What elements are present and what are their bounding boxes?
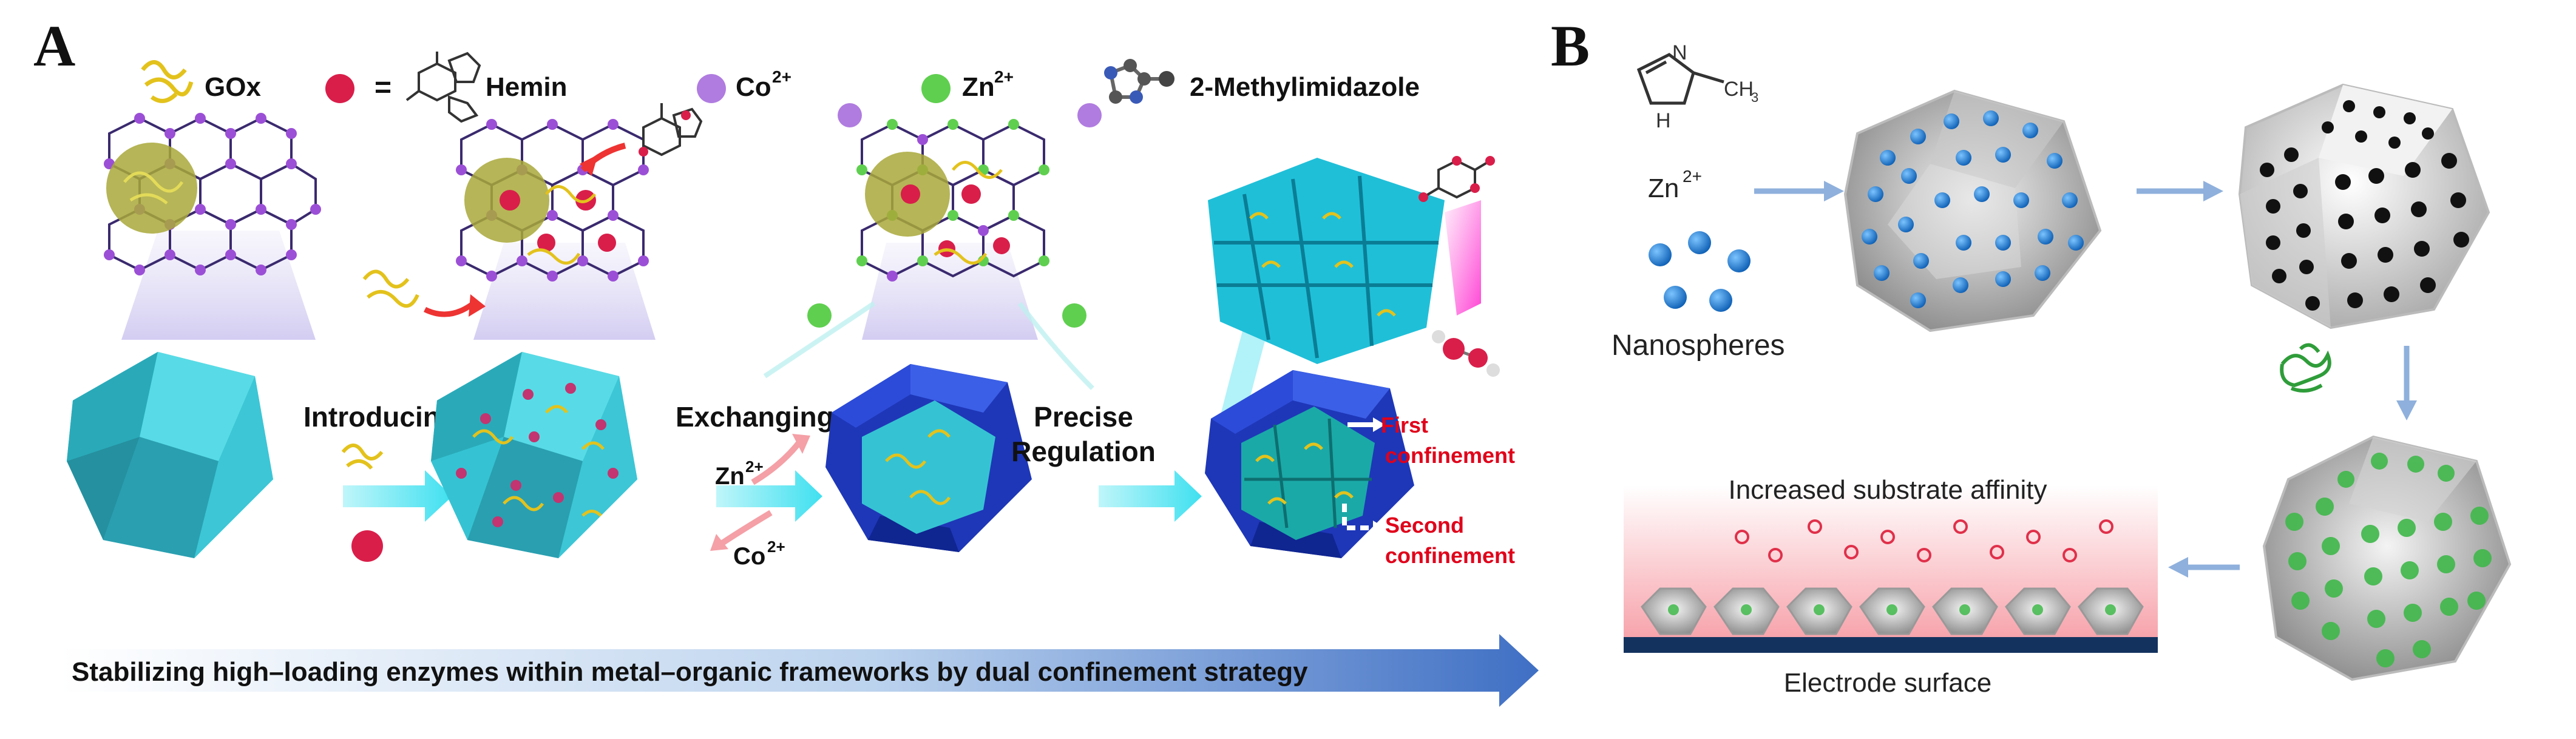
step-precise-label: Precise — [1034, 401, 1133, 433]
svg-text:Hemin: Hemin — [486, 72, 567, 102]
svg-text:2-Methylimidazole: 2-Methylimidazole — [1190, 72, 1420, 102]
insertion-arrow-icon — [423, 301, 475, 317]
mesoporous-block — [1208, 158, 1445, 422]
legend-hemin: = Hemin — [325, 52, 567, 123]
insertion-arrow-head-icon — [580, 155, 598, 176]
regulation-arrow — [1099, 470, 1202, 522]
zinc-ion-label: Zn 2+ — [715, 457, 764, 490]
enzyme-protein-icon — [2280, 343, 2331, 393]
lattice-green-exchanged — [763, 103, 1102, 390]
methylimidazole-ball-stick-icon — [1104, 59, 1174, 104]
hemin-molecule-icon — [639, 103, 703, 157]
step-exchanging-label: Exchanging — [676, 401, 834, 433]
svg-text:Zn: Zn — [962, 72, 995, 102]
svg-text:First: First — [1381, 413, 1428, 437]
arrow-to-electrode — [2168, 557, 2240, 578]
svg-text:confinement: confinement — [1385, 443, 1515, 468]
svg-text:2+: 2+ — [994, 67, 1014, 86]
glucose-molecule-icon — [1418, 156, 1495, 202]
svg-text:CH: CH — [1724, 78, 1754, 101]
affinity-label: Increased substrate affinity — [1728, 475, 2047, 505]
cobalt-ion-label: Co 2+ — [733, 538, 785, 570]
arrow-to-loaded — [2396, 346, 2417, 420]
svg-text:Co: Co — [736, 72, 771, 102]
svg-text:2+: 2+ — [767, 538, 785, 556]
enzyme-ribbon-icon — [362, 269, 419, 308]
exchange-arrows — [710, 434, 822, 551]
legend-methylimidazole: 2-Methylimidazole — [1104, 59, 1420, 104]
svg-text:2+: 2+ — [745, 457, 764, 476]
legend-cobalt: Co 2+ — [697, 67, 791, 103]
zinc-label: Zn — [1648, 174, 1679, 203]
lattice-purple-gox — [104, 113, 321, 340]
cobalt-ion-icon — [697, 74, 726, 103]
electrode-bar — [1624, 637, 2158, 653]
hemin-molecule-icon — [405, 52, 481, 123]
svg-text:confinement: confinement — [1385, 543, 1515, 568]
step-regulation-label: Regulation — [1011, 436, 1156, 467]
svg-text:N: N — [1672, 41, 1687, 64]
arrow-to-hollow — [2137, 181, 2223, 201]
lattice-purple-hemin — [456, 119, 656, 340]
insertion-arrow-head-icon — [469, 294, 486, 317]
electrode-assembly: Increased substrate affinity Electrode s… — [1624, 475, 2158, 698]
nanospheres-cluster — [1649, 231, 1751, 312]
immobilized-mof-row — [1641, 587, 2144, 635]
svg-text:Co: Co — [733, 543, 765, 570]
diffusion-beam — [1445, 200, 1481, 316]
hollow-polyhedron — [2238, 83, 2490, 329]
nanospheres-label: Nanospheres — [1612, 329, 1785, 362]
substrate-molecules — [1735, 519, 2113, 562]
legend-zinc: Zn 2+ — [921, 67, 1014, 103]
svg-text:3: 3 — [1751, 90, 1758, 105]
enzyme-ribbon-icon — [141, 60, 194, 103]
banner-text: Stabilizing high–loading enzymes within … — [72, 657, 1308, 687]
svg-text:2+: 2+ — [772, 67, 791, 86]
dual-confined-mof — [1205, 370, 1414, 558]
introducing-arrow — [343, 470, 452, 522]
svg-text:Second: Second — [1385, 513, 1464, 538]
hydrogen-peroxide-icon — [1432, 330, 1500, 377]
gox-enzyme-sphere — [106, 143, 197, 234]
step-introducing-label: Introducing — [303, 401, 457, 433]
hemin-sphere-icon — [351, 530, 383, 562]
zif-shell-blue — [825, 364, 1032, 552]
svg-text:H: H — [1656, 109, 1671, 132]
arrow-to-template — [1754, 181, 1844, 201]
second-confinement-marker: Second confinement — [1342, 504, 1515, 568]
zif-polyhedron-cyan-loaded — [431, 352, 637, 558]
zif-polyhedron-cyan — [67, 352, 273, 558]
electrode-label: Electrode surface — [1784, 668, 1991, 698]
strategy-banner: Stabilizing high–loading enzymes within … — [61, 634, 1539, 707]
svg-text:Zn: Zn — [715, 463, 745, 490]
enzyme-loaded-polyhedron — [2262, 435, 2512, 681]
template-polyhedron — [1843, 89, 2102, 332]
zinc-charge: 2+ — [1683, 167, 1702, 186]
svg-text:GOx: GOx — [205, 72, 261, 102]
first-confinement-marker: First confinement — [1347, 413, 1515, 468]
methylimidazole-structure: N H CH 3 — [1636, 41, 1758, 132]
hemin-sphere-icon — [325, 74, 354, 103]
enzyme-ribbon-icon — [341, 444, 384, 470]
svg-text:=: = — [375, 72, 391, 104]
panel-a-letter: A — [33, 13, 75, 78]
legend-gox: GOx — [141, 60, 261, 103]
panel-b-letter: B — [1551, 13, 1590, 78]
zinc-ion-icon — [921, 74, 951, 103]
